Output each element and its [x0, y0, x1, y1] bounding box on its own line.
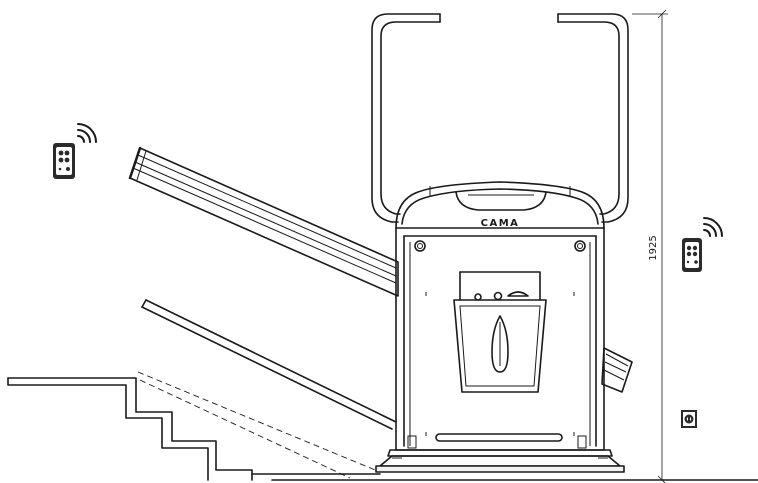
brand-logo: CAMA [481, 218, 520, 229]
remote-control-icon [682, 238, 702, 272]
brand-logo-text: CAMA [481, 218, 520, 229]
right-side-flap [601, 347, 633, 393]
lift-body [375, 181, 625, 473]
control-pod [453, 271, 547, 393]
wireless-signal-icon [77, 123, 97, 143]
staircase [7, 371, 758, 481]
height-dimension: 1925 [632, 9, 668, 483]
call-button-icon [681, 410, 697, 428]
grab-handle [371, 13, 629, 223]
remote-control-icon [53, 143, 75, 179]
wireless-signal-icon [703, 217, 723, 237]
height-dimension-label: 1925 [648, 235, 659, 260]
folded-barrier-arm [128, 146, 399, 297]
lower-guide-rail [141, 299, 397, 430]
